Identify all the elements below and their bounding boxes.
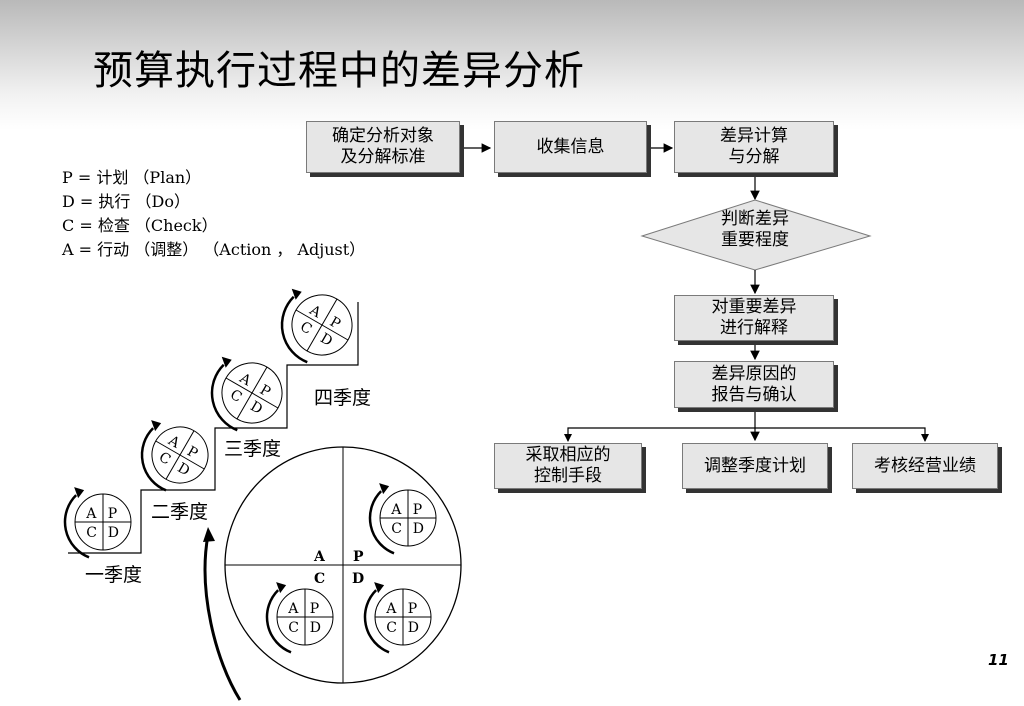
outcome-adjust-plan-label: 调整季度计划 xyxy=(704,455,806,476)
flow-step-report-label: 差异原因的 报告与确认 xyxy=(711,363,797,405)
legend-plan: P = 计划 （Plan） xyxy=(62,168,202,187)
rotation-arrow-icon xyxy=(280,295,308,364)
flow-step-calc-variance: 差异计算 与分解 xyxy=(674,121,834,173)
rotation-arrowhead-icon xyxy=(151,420,162,432)
pdca-wheel-vline xyxy=(306,298,338,352)
rotation-arrowhead-icon xyxy=(379,483,390,495)
pdca-letter-c: C xyxy=(86,525,97,541)
annual-pdca-letter-d: D xyxy=(352,571,364,587)
flow-step-collect-info-label: 收集信息 xyxy=(536,136,605,157)
pdca-wheel-vline xyxy=(236,366,268,420)
rotation-arrowhead-icon xyxy=(291,288,302,300)
rotation-arrowhead-icon xyxy=(221,356,232,368)
pdca-letter-c: C xyxy=(391,521,402,537)
outcome-adjust-plan: 调整季度计划 xyxy=(682,443,828,489)
page-title: 预算执行过程中的差异分析 xyxy=(93,48,585,94)
rotation-arrowhead-icon xyxy=(374,582,385,594)
pdca-letter-d: D xyxy=(310,620,321,636)
pdca-letter-a: A xyxy=(85,506,97,522)
pdca-letter-c: C xyxy=(386,620,397,636)
flow-step-report: 差异原因的 报告与确认 xyxy=(674,361,834,408)
quarter-label-q4: 四季度 xyxy=(314,387,372,409)
outcome-control: 采取相应的 控制手段 xyxy=(494,443,642,489)
quarter-staircase xyxy=(68,302,359,554)
outcome-evaluate-label: 考核经营业绩 xyxy=(874,455,976,476)
pdca-letter-p: P xyxy=(408,601,417,617)
pdca-letter-d: D xyxy=(408,620,419,636)
arrowhead-outcome3 xyxy=(921,434,929,442)
outcome-evaluate: 考核经营业绩 xyxy=(852,443,998,489)
quarter-label-q1: 一季度 xyxy=(85,564,143,586)
legend-act: A = 行动 （调整） （Action ， Adjust） xyxy=(62,240,366,259)
rotation-arrow-icon xyxy=(265,589,292,654)
arrowhead-outcome1 xyxy=(564,434,572,442)
branch-line xyxy=(567,427,926,441)
rotation-arrow-icon xyxy=(140,427,167,492)
rotation-arrowhead-icon xyxy=(74,487,85,499)
pdca-legend: P = 计划 （Plan） D = 执行 （Do） C = 检查 （Check）… xyxy=(62,166,365,262)
quarter-label-q3: 三季度 xyxy=(224,438,282,460)
pdca-letter-a: A xyxy=(385,601,397,617)
flow-step-define-object-label: 确定分析对象 及分解标准 xyxy=(332,126,434,167)
pdca-letter-c: C xyxy=(288,620,299,636)
pdca-letter-a: A xyxy=(390,502,402,518)
rotation-arrow-icon xyxy=(210,363,238,432)
pdca-letter-d: D xyxy=(108,525,119,541)
flow-step-collect-info: 收集信息 xyxy=(494,121,647,173)
flow-step-define-object: 确定分析对象 及分解标准 xyxy=(306,121,460,173)
pdca-letter-p: P xyxy=(413,502,422,518)
rotation-arrowhead-icon xyxy=(276,582,287,594)
pdca-letter-d: D xyxy=(413,521,424,537)
annual-rotation-arrow xyxy=(203,534,242,701)
flow-step-explain: 对重要差异 进行解释 xyxy=(674,295,834,341)
pdca-letter-p: P xyxy=(310,601,319,617)
decision-label: 判断差异 重要程度 xyxy=(721,209,789,250)
rotation-arrow-icon xyxy=(63,494,90,559)
flow-step-calc-variance-label: 差异计算 与分解 xyxy=(720,126,788,167)
page-number: 11 xyxy=(988,651,1009,669)
outcome-control-label: 采取相应的 控制手段 xyxy=(525,445,611,486)
annual-pdca-letter-a: A xyxy=(313,549,326,565)
quarter-label-q2: 二季度 xyxy=(151,501,209,523)
rotation-arrow-icon xyxy=(363,589,390,654)
rotation-arrow-icon xyxy=(368,490,395,555)
pdca-wheel-vline xyxy=(165,430,195,480)
legend-do: D = 执行 （Do） xyxy=(62,192,190,211)
legend-check: C = 检查 （Check） xyxy=(62,216,218,235)
flow-step-explain-label: 对重要差异 进行解释 xyxy=(711,297,797,338)
annual-pdca-letter-c: C xyxy=(314,571,325,587)
pdca-letter-a: A xyxy=(287,601,299,617)
annual-rotation-arrowhead xyxy=(203,527,215,542)
annual-pdca-letter-p: P xyxy=(353,549,364,565)
pdca-letter-p: P xyxy=(108,506,117,522)
